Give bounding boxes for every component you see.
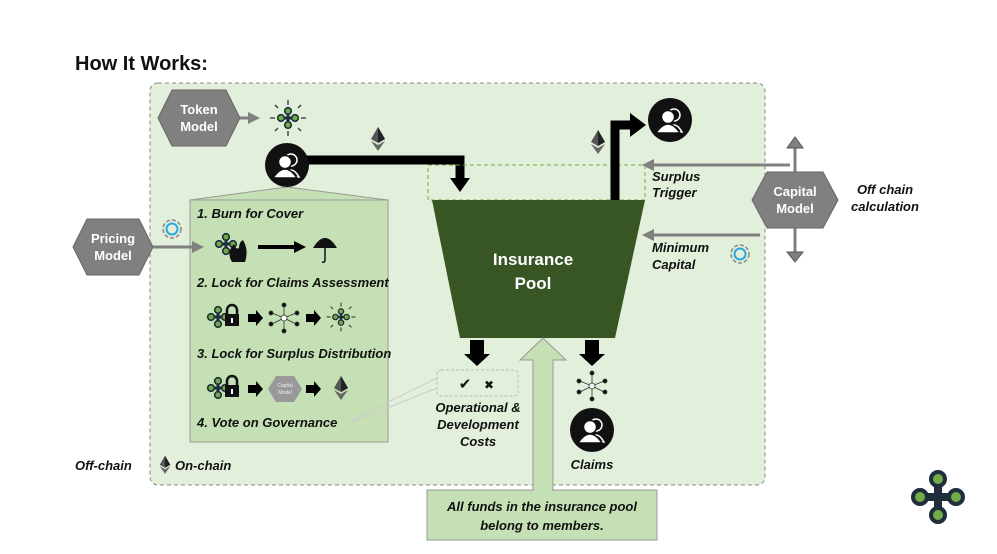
step-1: 1. Burn for Cover bbox=[197, 206, 304, 221]
step-3: 3. Lock for Surplus Distribution bbox=[197, 346, 391, 361]
svg-text:Pricing: Pricing bbox=[91, 231, 135, 246]
nexus-logo bbox=[911, 470, 965, 524]
off-chain-calculation-label: Off chain bbox=[857, 182, 913, 197]
pricing-model-hexagon: Pricing Model bbox=[72, 218, 154, 276]
fire-icon bbox=[229, 240, 247, 262]
surplus-trigger-label: Surplus bbox=[652, 169, 700, 184]
svg-text:Model: Model bbox=[776, 201, 814, 216]
svg-text:Model: Model bbox=[278, 390, 292, 396]
svg-text:Token: Token bbox=[180, 102, 217, 117]
callout-text: All funds in the insurance pool bbox=[446, 499, 637, 514]
cross-icon: ✖ bbox=[484, 378, 494, 392]
svg-text:Capital: Capital bbox=[277, 383, 293, 389]
pool-label: Insurance bbox=[493, 250, 573, 269]
claims-arrow bbox=[579, 340, 605, 366]
insurance-pool bbox=[432, 200, 645, 338]
costs-vote-box bbox=[436, 369, 519, 397]
svg-text:Model: Model bbox=[94, 248, 132, 263]
capital-model-hexagon: Capital Model bbox=[751, 171, 839, 229]
arrow bbox=[306, 310, 321, 326]
callout-text: belong to members. bbox=[480, 518, 604, 533]
claims-label: Claims bbox=[571, 457, 614, 472]
capital-model-mini-hexagon: Capital Model bbox=[268, 376, 302, 402]
members-callout bbox=[426, 489, 658, 541]
legend-off-chain: Off-chain bbox=[75, 458, 132, 473]
check-icon: ✔ bbox=[459, 376, 472, 393]
surplus-arrow bbox=[610, 120, 632, 200]
step-2: 2. Lock for Claims Assessment bbox=[196, 275, 389, 290]
claimants-icon bbox=[569, 407, 615, 453]
arrow bbox=[306, 381, 321, 397]
off-chain-calculation-label: calculation bbox=[851, 199, 919, 214]
token-model-hexagon: Token Model bbox=[157, 89, 241, 147]
members-icon bbox=[647, 97, 693, 143]
svg-text:Model: Model bbox=[180, 119, 218, 134]
minimum-capital-label: Minimum bbox=[652, 240, 709, 255]
surplus-trigger-label: Trigger bbox=[652, 185, 697, 200]
arrow bbox=[248, 381, 263, 397]
costs-label: Costs bbox=[460, 434, 496, 449]
step-4: 4. Vote on Governance bbox=[196, 415, 337, 430]
costs-label: Operational & bbox=[435, 400, 520, 415]
flow-arrow bbox=[305, 155, 465, 180]
pool-label: Pool bbox=[515, 274, 552, 293]
legend-on-chain: On-chain bbox=[175, 458, 231, 473]
arrow bbox=[248, 310, 263, 326]
members-icon bbox=[264, 142, 310, 188]
costs-arrow bbox=[464, 340, 490, 366]
page-title: How It Works: bbox=[75, 53, 208, 75]
minimum-capital-label: Capital bbox=[652, 257, 696, 272]
costs-label: Development bbox=[437, 417, 519, 432]
arrow bbox=[294, 241, 306, 253]
svg-text:Capital: Capital bbox=[773, 184, 816, 199]
umbrella-icon bbox=[313, 238, 337, 263]
